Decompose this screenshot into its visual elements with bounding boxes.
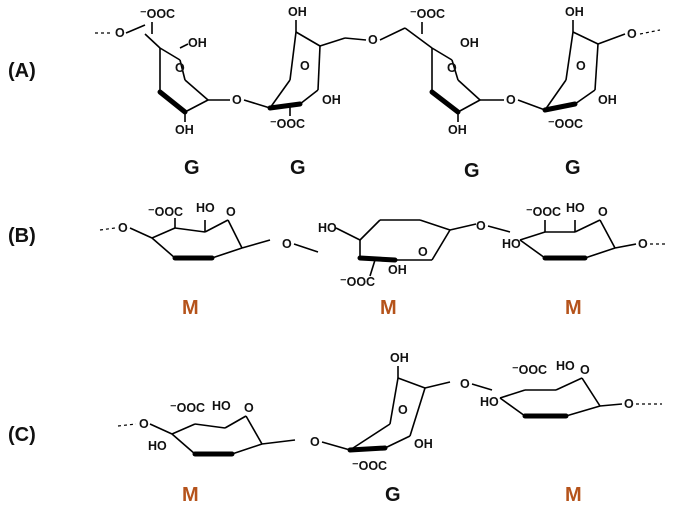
unit-label-a4: G (565, 157, 581, 179)
c1-coo: ⁻OOC (170, 401, 205, 415)
c3-coo: ⁻OOC (512, 363, 547, 377)
c2-oh-right: OH (414, 437, 433, 451)
row-a-label: (A) (8, 60, 36, 82)
m-unit-c1: ⁻OOC HO HO O (148, 399, 263, 457)
g-unit-a4: OH O OH ⁻OOC (542, 5, 617, 131)
c3-ho-left: HO (480, 395, 499, 409)
a-glyco-o-4: O (627, 27, 637, 41)
row-a-chain: O ⁻OOC O OH OH O OH (95, 5, 661, 137)
a3-ring-o: O (447, 61, 457, 75)
c2-oh-top: OH (390, 351, 409, 365)
a2-oh-right: OH (322, 93, 341, 107)
b2-oh: OH (388, 263, 407, 277)
c2-ring-o: O (398, 403, 408, 417)
g-unit-a2: OH O OH ⁻OOC (267, 5, 341, 131)
c-glyco-o-1: O (310, 435, 320, 449)
m-unit-b3: ⁻OOC HO HO O (502, 201, 616, 261)
m-unit-b1: ⁻OOC HO O (129, 201, 243, 261)
unit-label-a1: G (184, 157, 200, 179)
b1-coo: ⁻OOC (148, 205, 183, 219)
row-c-chain: O ⁻OOC HO HO O O OH (117, 351, 662, 473)
c-glyco-o-0: O (139, 417, 149, 431)
b-glyco-o-3: O (638, 237, 648, 251)
c1-ring-o: O (244, 401, 254, 415)
c3-ho-top: HO (556, 359, 575, 373)
unit-label-b1: M (182, 297, 199, 319)
c1-ho-top: HO (212, 399, 231, 413)
b3-ho-left: HO (502, 237, 521, 251)
b2-ring-o: O (418, 245, 428, 259)
a1-oh-top: OH (188, 36, 207, 50)
unit-label-b3: M (565, 297, 582, 319)
a2-ring-o: O (300, 59, 310, 73)
unit-label-a2: G (290, 157, 306, 179)
a3-coo: ⁻OOC (410, 7, 445, 21)
unit-label-a3: G (464, 160, 480, 182)
a1-coo: ⁻OOC (140, 7, 175, 21)
a2-coo: ⁻OOC (270, 117, 305, 131)
a-glyco-o-3: O (506, 93, 516, 107)
b3-ring-o: O (598, 205, 608, 219)
a-glyco-o-0: O (115, 26, 125, 40)
b-glyco-o-0: O (118, 221, 128, 235)
c-glyco-o-2: O (460, 377, 470, 391)
unit-label-c3: M (565, 484, 582, 506)
a4-oh-right: OH (598, 93, 617, 107)
a4-oh-top: OH (565, 5, 584, 19)
c3-ring-o: O (580, 363, 590, 377)
g-unit-a1: ⁻OOC O OH OH (140, 7, 209, 137)
g-unit-a3: ⁻OOC O OH OH (404, 7, 481, 137)
b3-coo: ⁻OOC (526, 205, 561, 219)
b-glyco-o-2: O (476, 219, 486, 233)
a4-ring-o: O (576, 59, 586, 73)
b1-ho-top: HO (196, 201, 215, 215)
a3-oh-bottom: OH (448, 123, 467, 137)
row-b-label: (B) (8, 225, 36, 247)
a2-oh-top: OH (288, 5, 307, 19)
b-glyco-o-1: O (282, 237, 292, 251)
b3-ho-top: HO (566, 201, 585, 215)
b2-ho: HO (318, 221, 337, 235)
a-glyco-o-2: O (368, 33, 378, 47)
c-glyco-o-3: O (624, 397, 634, 411)
a4-coo: ⁻OOC (548, 117, 583, 131)
g-unit-c2: OH O OH ⁻OOC (347, 351, 433, 473)
row-c-label: (C) (8, 424, 36, 446)
unit-label-b2: M (380, 297, 397, 319)
m-unit-b2: HO O OH ⁻OOC (318, 219, 451, 289)
a3-oh-top: OH (460, 36, 479, 50)
unit-label-c2: G (385, 484, 401, 506)
b1-ring-o: O (226, 205, 236, 219)
a1-ring-o: O (175, 61, 185, 75)
row-b-chain: O ⁻OOC HO O O HO (99, 201, 665, 289)
m-unit-c3: ⁻OOC HO HO O (480, 359, 601, 419)
c1-ho-left: HO (148, 439, 167, 453)
a1-oh-bottom: OH (175, 123, 194, 137)
unit-label-c1: M (182, 484, 199, 506)
c2-coo: ⁻OOC (352, 459, 387, 473)
a-glyco-o-1: O (232, 93, 242, 107)
b2-coo: ⁻OOC (340, 275, 375, 289)
